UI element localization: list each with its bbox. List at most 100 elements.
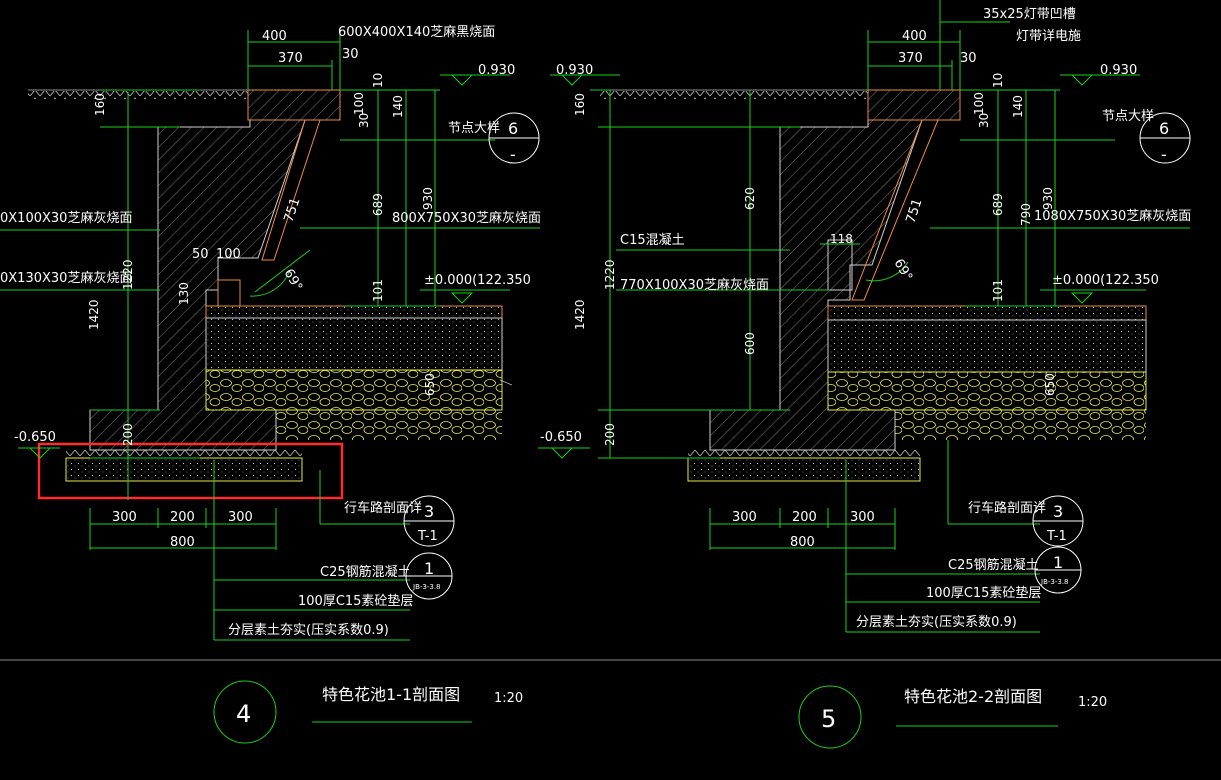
dim-1220-r: 1220	[603, 259, 617, 290]
scale-left: 1:20	[494, 691, 523, 706]
cap-note: 600X400X140芝麻黑烧面	[338, 24, 495, 40]
conc-note: C25钢筋混凝土	[320, 564, 411, 580]
vdim-140-r: 140	[1011, 95, 1025, 118]
dim-1420-r: 1420	[573, 299, 587, 330]
title-1-1: 特色花池1-1剖面图	[322, 685, 460, 704]
foot-total: 800	[170, 535, 195, 550]
vdim-790: 790	[1019, 203, 1033, 226]
vdim-930-r: 930	[1041, 187, 1055, 210]
dim-1220: 1220	[121, 259, 135, 290]
elev-bottom: -0.650	[14, 430, 56, 445]
c15-note: C15混凝土	[620, 232, 685, 248]
dim-118: 118	[830, 232, 853, 246]
vdim-30-r: 30	[977, 113, 991, 128]
foot-dim-1-r: 300	[732, 510, 757, 525]
dim-160: 160	[93, 93, 107, 116]
elev-bottom-r: -0.650	[540, 430, 582, 445]
dim-160-r: 160	[573, 93, 587, 116]
foot-dim-2-r: 200	[792, 510, 817, 525]
dim-30-r: 30	[960, 51, 977, 66]
c15-block	[827, 239, 853, 291]
stone-note-2-r: 1080X750X30芝麻灰烧面	[1034, 208, 1191, 224]
soil-note: 分层素土夯实(压实系数0.9)	[228, 623, 389, 638]
ground-hatch-right	[600, 91, 868, 99]
title-block: 4 特色花池1-1剖面图 1:20 5 特色花池2-2剖面图 1:20	[0, 659, 1221, 749]
dim-400-r: 400	[902, 29, 927, 44]
dim-30: 30	[342, 47, 359, 62]
vdim-930: 930	[421, 187, 435, 210]
c15-pad	[65, 457, 303, 482]
detail-sub-r: -	[1161, 145, 1167, 164]
slope-stone-right	[851, 119, 939, 301]
elev-zero-r: ±0.000(122.350	[1052, 273, 1159, 288]
concrete-base-layer	[205, 317, 503, 371]
title-circle-4	[213, 680, 277, 744]
small-stone-block	[217, 279, 241, 307]
dim-370: 370	[278, 51, 303, 66]
detail-num-r: 6	[1159, 119, 1169, 138]
dim-200: 200	[121, 423, 135, 446]
elev-top-r: 0.930	[1100, 63, 1137, 78]
road-num-r: 3	[1053, 502, 1063, 521]
road-num: 3	[424, 502, 434, 521]
dim-50: 50	[192, 247, 209, 262]
led-note-1: 35x25灯带凹槽	[983, 7, 1076, 22]
ground-hatch-left	[28, 91, 248, 99]
highlight-box[interactable]	[37, 442, 344, 500]
stone-note-1: 0X100X30芝麻灰烧面	[0, 210, 132, 226]
vdim-101-r: 101	[991, 279, 1005, 302]
soil-note-r: 分层素土夯实(压实系数0.9)	[856, 615, 1017, 630]
road-sub: T-1	[417, 529, 438, 544]
section-2-2: 35x25灯带凹槽 灯带详电施 400 370 30 0.930 0.930 节…	[538, 0, 1191, 633]
gravel-layer-lower	[276, 410, 502, 440]
stone-note-3: 800X750X30芝麻灰烧面	[392, 210, 541, 226]
road-sub-r: T-1	[1046, 529, 1067, 544]
angle: 69°	[281, 267, 306, 294]
c15-pad-right	[687, 457, 921, 482]
title-num-5: 5	[821, 705, 836, 733]
gravel-layer-lower-right	[895, 410, 1146, 440]
detail-label-r: 节点大样	[1102, 109, 1154, 124]
vdim-100: 100	[352, 92, 366, 115]
foot-dim-3: 300	[228, 510, 253, 525]
dim-751-r: 751	[904, 197, 926, 225]
cap-stone	[247, 89, 341, 121]
soil-hatch-left	[66, 450, 302, 458]
conc-num: 1	[424, 559, 434, 578]
conc-note-r: C25钢筋混凝土	[948, 557, 1039, 573]
paving-stone-layer	[205, 305, 503, 319]
foot-dim-3-r: 300	[850, 510, 875, 525]
conc-sub: JB-3-3.8	[412, 583, 441, 591]
cap-stone-right	[867, 89, 961, 121]
vdim-689-r: 689	[991, 193, 1005, 216]
stone-note-1-r: 770X100X30芝麻灰烧面	[620, 277, 769, 293]
vdim-140: 140	[391, 95, 405, 118]
gravel-layer-right	[827, 371, 1147, 411]
pad-note-r: 100厚C15素砼垫层	[926, 585, 1041, 601]
title-2-2: 特色花池2-2剖面图	[904, 687, 1042, 706]
vdim-100-r: 100	[972, 92, 986, 115]
dim-650: 650	[423, 373, 437, 396]
road-note-r: 行车路剖面详	[968, 500, 1046, 516]
road-note: 行车路剖面详	[344, 500, 422, 516]
concrete-base-layer-right	[827, 319, 1147, 373]
scale-right: 1:20	[1078, 695, 1107, 710]
dim-200-r: 200	[603, 423, 617, 446]
angle-r: 69°	[891, 257, 916, 284]
conc-sub-r: JB-3-3.8	[1040, 578, 1069, 586]
vdim-10: 10	[371, 73, 385, 88]
foot-dim-2: 200	[170, 510, 195, 525]
dim-100: 100	[216, 247, 241, 262]
pad-note: 100厚C15素砼垫层	[298, 593, 413, 609]
detail-num: 6	[508, 119, 518, 138]
vdim-10-r: 10	[991, 73, 1005, 88]
foot-dim-1: 300	[112, 510, 137, 525]
elev-top: 0.930	[478, 63, 515, 78]
dim-130: 130	[177, 282, 191, 305]
section-1-1: 400 370 30 600X400X140芝麻黑烧面 0.930 节点大样 6…	[0, 24, 541, 641]
dim-650-r: 650	[1043, 373, 1057, 396]
dim-370-r: 370	[898, 51, 923, 66]
conc-num-r: 1	[1053, 553, 1063, 572]
stone-note-2: 0X130X30芝麻灰烧面	[0, 270, 132, 286]
dim-400: 400	[262, 29, 287, 44]
